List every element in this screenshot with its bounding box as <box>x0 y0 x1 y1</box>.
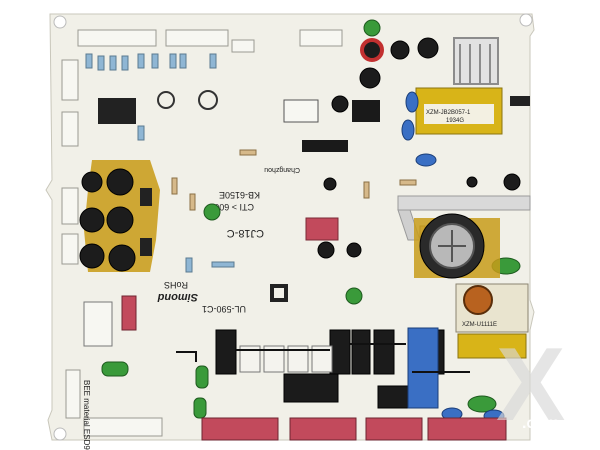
black-block-right <box>510 96 530 106</box>
bottom-pink-connectors <box>121 295 507 441</box>
transformer-sub-label: 1934G <box>446 118 464 124</box>
left-dip-header <box>83 301 113 347</box>
brand-label: Simond <box>157 291 198 303</box>
rating-label: CTI > 600V <box>208 202 254 212</box>
top-header-connectors <box>77 29 343 53</box>
bottom-heatsink-plate <box>397 195 531 211</box>
relay-covers <box>239 345 333 373</box>
transformer-top-window <box>424 104 494 124</box>
transformer-label: XZM-JB2B057-1 <box>426 110 471 116</box>
red-ring-capacitor <box>360 38 384 62</box>
rohs-label: RoHS <box>164 280 188 290</box>
black-block-center <box>283 99 319 123</box>
serial-label: BEE material ESD996 <box>82 380 91 450</box>
mount-hole-tr <box>519 13 533 27</box>
small-capacitors <box>317 37 521 259</box>
mfr-label: Changzhou <box>264 166 300 173</box>
mount-hole-bl <box>53 427 67 441</box>
rev-label: CJ18-C <box>227 227 264 239</box>
voltage-regulator <box>140 188 152 206</box>
voltage-regulator-2 <box>140 238 152 256</box>
watermark-domain: .com <box>522 415 559 432</box>
bottom-blue-caps <box>401 91 505 423</box>
filter-label: XZM-U1111E <box>462 322 497 328</box>
pcb-traces <box>176 343 470 373</box>
center-red-connector <box>305 217 339 241</box>
left-side-connectors <box>61 59 163 437</box>
yellow-block-bottom-right <box>457 333 527 359</box>
resistor-array <box>85 53 235 273</box>
blue-capacitor <box>407 327 439 409</box>
main-ic-chip <box>302 140 348 152</box>
mount-hole-tl <box>53 15 67 29</box>
silkscreen-labels <box>98 90 218 124</box>
sub-ic-chip <box>352 100 380 122</box>
left-capacitor-group <box>79 168 136 272</box>
part-code-label: KB-6150E <box>219 190 260 200</box>
model-label: UL-590-C1 <box>202 304 246 314</box>
filter-coil <box>463 285 493 315</box>
watermark-x: X <box>496 327 565 443</box>
heatsink <box>453 37 499 85</box>
bulk-capacitor-vent <box>438 230 466 262</box>
relay-row <box>215 329 445 409</box>
qr-code-inner <box>274 288 284 298</box>
